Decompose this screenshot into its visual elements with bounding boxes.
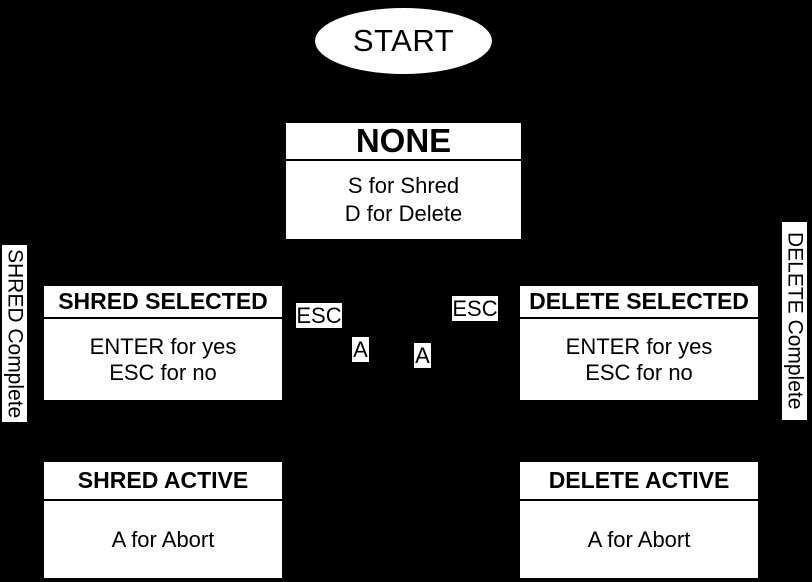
state-shred-active: SHRED ACTIVE A for Abort — [44, 462, 282, 578]
start-node-label: START — [352, 23, 455, 58]
state-shred-active-title: SHRED ACTIVE — [44, 462, 282, 501]
state-delete-selected-line1: ENTER for yes — [565, 333, 713, 359]
state-shred-active-body: A for Abort — [44, 501, 282, 578]
transition-label-abort-left: A — [352, 336, 369, 362]
transition-label-shred-complete: SHRED Complete — [2, 245, 27, 422]
transition-label-abort-right: A — [414, 342, 431, 368]
state-shred-selected: SHRED SELECTED ENTER for yes ESC for no — [44, 286, 282, 400]
state-none-title: NONE — [286, 122, 521, 161]
state-shred-selected-body: ENTER for yes ESC for no — [44, 319, 282, 400]
state-delete-active-title: DELETE ACTIVE — [520, 462, 758, 501]
state-none: NONE S for Shred D for Delete — [286, 122, 521, 239]
state-delete-selected-line2: ESC for no — [585, 359, 693, 385]
state-shred-active-line1: A for Abort — [111, 526, 215, 552]
state-none-body: S for Shred D for Delete — [286, 161, 521, 239]
transition-label-esc-right: ESC — [452, 295, 498, 321]
state-none-line2: D for Delete — [344, 201, 463, 226]
state-delete-selected-title: DELETE SELECTED — [520, 286, 758, 319]
transition-label-delete-complete: DELETE Complete — [782, 222, 807, 420]
state-delete-selected-body: ENTER for yes ESC for no — [520, 319, 758, 400]
start-node: START — [315, 8, 492, 74]
state-delete-selected: DELETE SELECTED ENTER for yes ESC for no — [520, 286, 758, 400]
state-shred-selected-line1: ENTER for yes — [89, 333, 237, 359]
state-delete-active: DELETE ACTIVE A for Abort — [520, 462, 758, 578]
state-shred-selected-line2: ESC for no — [109, 359, 217, 385]
state-delete-active-line1: A for Abort — [587, 526, 691, 552]
state-delete-active-body: A for Abort — [520, 501, 758, 578]
transition-label-esc-left: ESC — [296, 302, 342, 328]
state-shred-selected-title: SHRED SELECTED — [44, 286, 282, 319]
state-none-line1: S for Shred — [347, 173, 460, 198]
